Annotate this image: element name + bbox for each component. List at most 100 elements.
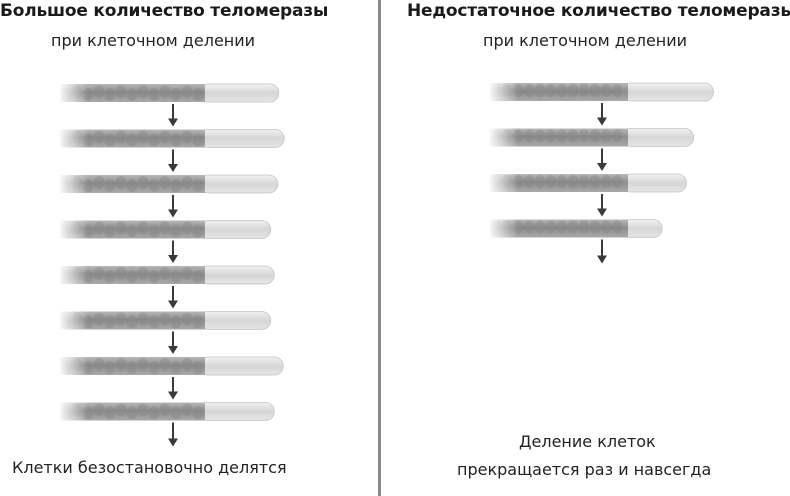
right-bead: [600, 175, 612, 188]
right-telomere-2: [621, 128, 695, 147]
left-chromosome-4: [58, 219, 272, 240]
left-bead: [170, 88, 182, 101]
right-bead: [611, 175, 623, 188]
right-bead: [578, 175, 590, 188]
left-bead: [159, 358, 171, 371]
left-bead: [148, 270, 160, 283]
right-caption-line-2: прекращается раз и навсегда: [457, 460, 712, 479]
left-fade: [58, 265, 88, 285]
left-bead: [159, 267, 171, 280]
left-subtitle: при клеточном делении: [51, 31, 256, 50]
right-telomere-1: [621, 82, 714, 102]
left-bead: [126, 315, 138, 329]
left-chromosome-3: [58, 174, 279, 194]
right-chromosome-1: [488, 82, 714, 102]
left-chromosome-body-8: [60, 402, 205, 421]
left-bead: [181, 176, 193, 189]
left-bead: [148, 88, 160, 101]
right-bead: [611, 220, 623, 234]
left-bead: [137, 358, 149, 371]
left-chromosome-1: [58, 83, 280, 103]
left-bead: [148, 315, 160, 329]
right-bead: [589, 84, 601, 97]
right-bead: [578, 129, 590, 143]
left-telomere-5: [198, 265, 275, 285]
left-bead: [192, 179, 204, 192]
left-bead: [181, 358, 193, 371]
left-bead: [104, 88, 116, 101]
left-bead: [148, 224, 160, 238]
left-bead: [115, 221, 127, 235]
right-arrow-2: [597, 148, 607, 171]
left-bead: [137, 267, 149, 280]
right-bead: [589, 220, 601, 234]
left-bead: [159, 221, 171, 235]
left-bead: [137, 85, 149, 98]
left-bead: [93, 312, 105, 326]
left-bead: [115, 267, 127, 280]
left-bead: [148, 406, 160, 420]
left-chromosome-8: [58, 401, 275, 422]
left-bead: [159, 130, 171, 144]
right-chromosome-3: [488, 173, 687, 193]
left-telomere-4: [198, 220, 272, 239]
right-bead: [534, 84, 546, 97]
right-bead: [556, 220, 568, 234]
right-bead: [600, 129, 612, 143]
right-caption-line-1: Деление клеток: [519, 432, 656, 451]
left-arrow-1: [168, 104, 178, 127]
left-title: Большое количество теломеразы: [0, 1, 329, 21]
left-bead: [93, 176, 105, 189]
left-bead: [126, 361, 138, 374]
right-arrow-4: [597, 239, 607, 264]
left-fade: [58, 219, 88, 240]
left-telomere-8: [198, 402, 275, 421]
left-bead: [159, 312, 171, 326]
right-bead: [523, 84, 535, 97]
left-bead: [181, 85, 193, 98]
left-bead: [104, 133, 116, 147]
right-telomere-3: [621, 173, 687, 193]
left-fade: [58, 401, 88, 422]
right-arrow-1: [597, 103, 607, 126]
left-bead: [137, 312, 149, 326]
right-chromosome-body-2: [490, 128, 628, 147]
left-bead: [192, 88, 204, 101]
left-bead: [170, 270, 182, 283]
left-arrow-6: [168, 331, 178, 354]
left-arrow-3: [168, 195, 178, 218]
right-bead: [556, 175, 568, 188]
right-bead: [523, 129, 535, 143]
left-bead: [93, 267, 105, 280]
right-bead: [545, 220, 557, 234]
left-bead: [137, 176, 149, 189]
left-bead: [104, 361, 116, 374]
left-bead: [115, 312, 127, 326]
left-bead: [170, 361, 182, 374]
left-chromosome-5: [58, 265, 275, 285]
left-bead: [192, 224, 204, 238]
right-bead: [567, 129, 579, 143]
right-chromosome-2: [488, 127, 695, 148]
right-bead: [556, 84, 568, 97]
left-bead: [115, 130, 127, 144]
left-telomere-1: [198, 83, 280, 103]
left-bead: [192, 361, 204, 374]
right-bead: [556, 129, 568, 143]
left-bead: [159, 85, 171, 98]
left-chromosome-body-2: [60, 129, 205, 148]
left-bead: [126, 133, 138, 147]
left-arrow-4: [168, 240, 178, 263]
left-bead: [148, 179, 160, 192]
left-chromosome-2: [58, 128, 285, 149]
left-fade: [58, 174, 88, 194]
left-bead: [181, 312, 193, 326]
right-bead: [534, 129, 546, 143]
left-bead: [115, 358, 127, 371]
left-telomere-2: [198, 129, 285, 148]
left-bead: [104, 270, 116, 283]
left-fade: [58, 310, 88, 331]
left-bead: [181, 403, 193, 417]
left-bead: [148, 361, 160, 374]
left-fade: [58, 128, 88, 149]
